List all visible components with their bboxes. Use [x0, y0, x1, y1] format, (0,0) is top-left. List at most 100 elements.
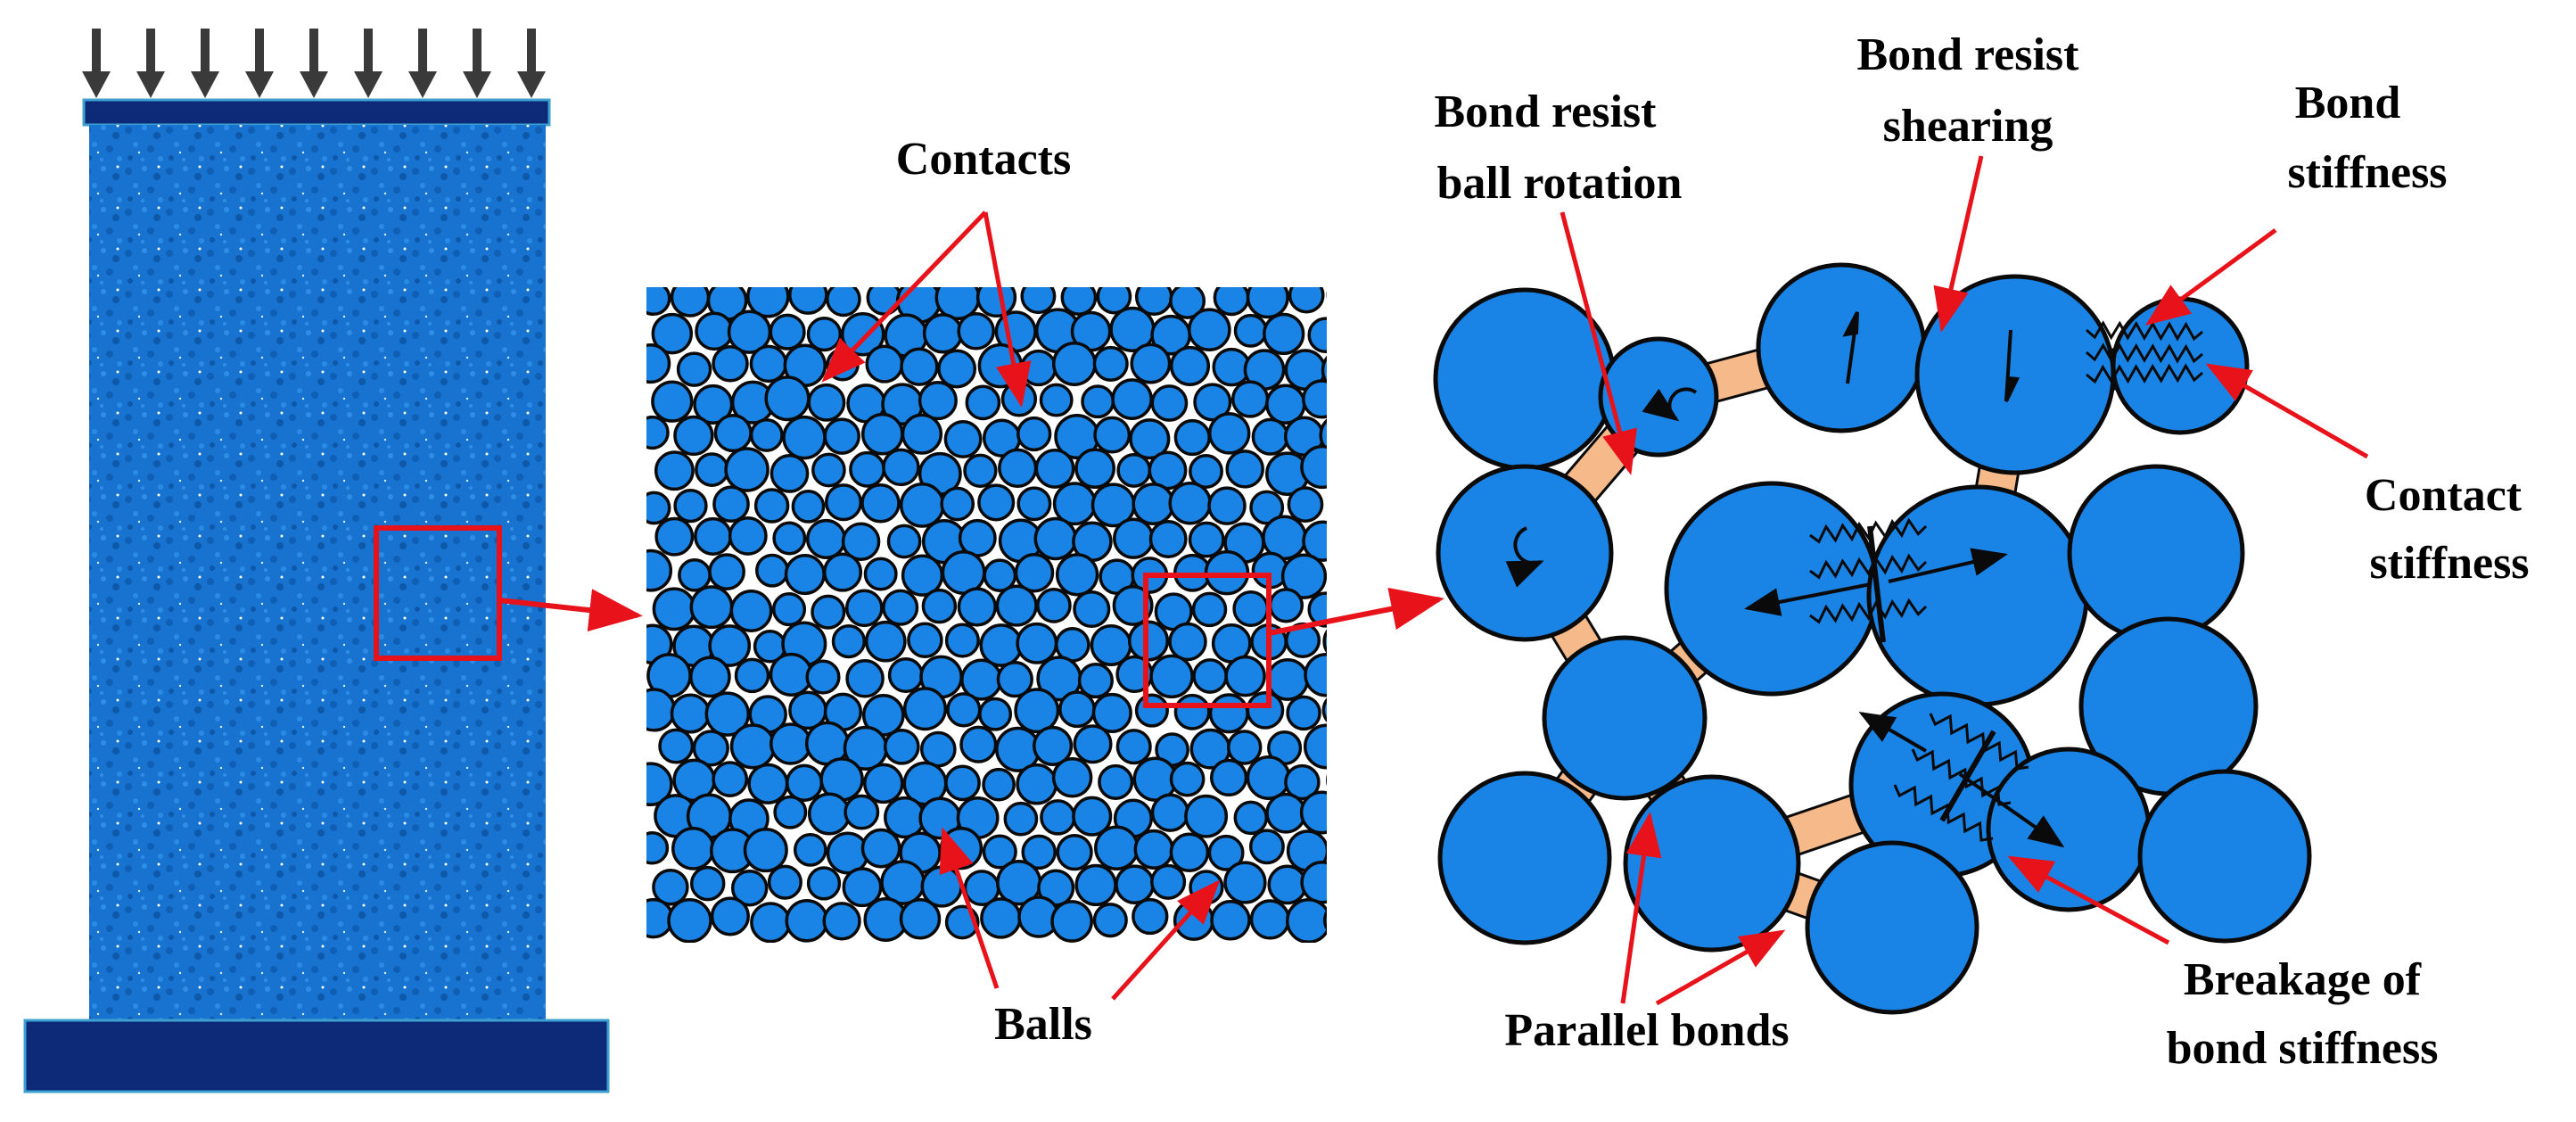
ball: [996, 660, 1033, 698]
ball: [807, 792, 852, 836]
ball: [654, 450, 695, 491]
tension-arrows: [1744, 548, 2065, 848]
ball: [959, 725, 998, 763]
ball: [811, 452, 846, 488]
ball: [1133, 829, 1174, 870]
ball: [1056, 833, 1093, 871]
ball: [882, 448, 920, 487]
ball: [958, 518, 997, 557]
ball: [863, 557, 898, 591]
ball: [646, 897, 674, 939]
ball: [1207, 486, 1247, 525]
ball: [1168, 481, 1212, 525]
ball: [849, 450, 886, 488]
bond-stiffness-label-2: stiffness: [2287, 147, 2447, 198]
ball: [980, 897, 1022, 939]
bond-stiffness-arrow: [2144, 227, 2277, 326]
ball: [1300, 861, 1327, 904]
ball: [902, 687, 948, 731]
ball: [1115, 864, 1155, 905]
ball: [712, 345, 749, 383]
ball: [1230, 380, 1270, 418]
ball: [844, 589, 884, 628]
ball: [823, 417, 860, 455]
ball: [975, 287, 1017, 318]
ball: [1039, 383, 1074, 417]
detail-ball: [1433, 287, 1617, 471]
ball: [1246, 691, 1285, 730]
ball: [977, 483, 1016, 522]
ball: [1304, 653, 1327, 697]
ball: [944, 623, 980, 658]
ball: [673, 488, 708, 524]
ball: [900, 347, 939, 386]
ball: [708, 553, 745, 590]
ball: [1098, 763, 1134, 800]
ball: [1246, 287, 1289, 319]
ball: [907, 622, 943, 659]
ball: [1346, 526, 1378, 557]
ball: [1223, 861, 1267, 904]
ball: [1287, 486, 1324, 523]
spring-icon: [1809, 517, 1928, 544]
ball: [1169, 761, 1206, 797]
ball: [1319, 418, 1327, 452]
ball: [1263, 312, 1305, 356]
ball: [1116, 452, 1152, 488]
bond-detail-panel: [1433, 262, 2312, 1015]
ball: [692, 730, 729, 767]
ball: [886, 524, 922, 559]
bond-stiffness-label-1: Bond: [2295, 78, 2401, 128]
detail-ball: [1986, 747, 2152, 912]
zoom-arrow-2: [1268, 587, 1444, 636]
ball: [670, 287, 711, 318]
ball: [1173, 418, 1211, 457]
ball: [1093, 416, 1132, 454]
ball: [1111, 378, 1153, 420]
ball: [943, 419, 983, 458]
ball: [1113, 517, 1155, 559]
detail-ball: [1756, 262, 1927, 433]
ball: [845, 659, 885, 698]
ball: [710, 896, 750, 936]
ball: [1148, 520, 1188, 558]
ball: [882, 589, 919, 626]
ball: [724, 447, 770, 492]
detail-ball: [1623, 774, 1801, 953]
bond-resist-shearing-arrow: [1933, 155, 1984, 333]
specimen-body: [89, 125, 546, 1020]
down-arrow-icon: [463, 29, 491, 98]
ball: [1346, 453, 1387, 493]
ball: [899, 483, 945, 528]
ball: [1343, 383, 1379, 419]
ball: [1016, 622, 1058, 664]
ball: [957, 312, 995, 351]
breakage-arrow: [2007, 855, 2170, 945]
ball: [1286, 695, 1321, 731]
down-arrow-icon: [136, 29, 165, 98]
spring-icon: [1809, 553, 1928, 580]
specimen-panel: [23, 29, 643, 1093]
ball: [651, 312, 694, 355]
ball: [1184, 794, 1229, 838]
ball: [793, 833, 827, 867]
ball: [941, 550, 986, 595]
detail-ball: [1437, 771, 1612, 945]
ball: [1248, 829, 1285, 865]
ball: [694, 516, 733, 556]
ball: [1213, 287, 1250, 317]
ball: [670, 693, 711, 734]
ball: [901, 413, 943, 455]
ball: [1249, 899, 1291, 940]
parallel-bonds-arrow-right: [1655, 929, 1786, 1006]
ball: [767, 864, 802, 900]
ball: [1267, 864, 1308, 905]
ball: [1169, 287, 1206, 319]
ball: [1040, 799, 1076, 836]
ball: [1233, 800, 1269, 836]
ball: [995, 584, 1038, 627]
ball: [978, 697, 1013, 731]
contact-stiffness-callout: Contact stiffness: [2205, 363, 2530, 589]
ball: [921, 588, 958, 624]
ball: [1351, 870, 1381, 901]
